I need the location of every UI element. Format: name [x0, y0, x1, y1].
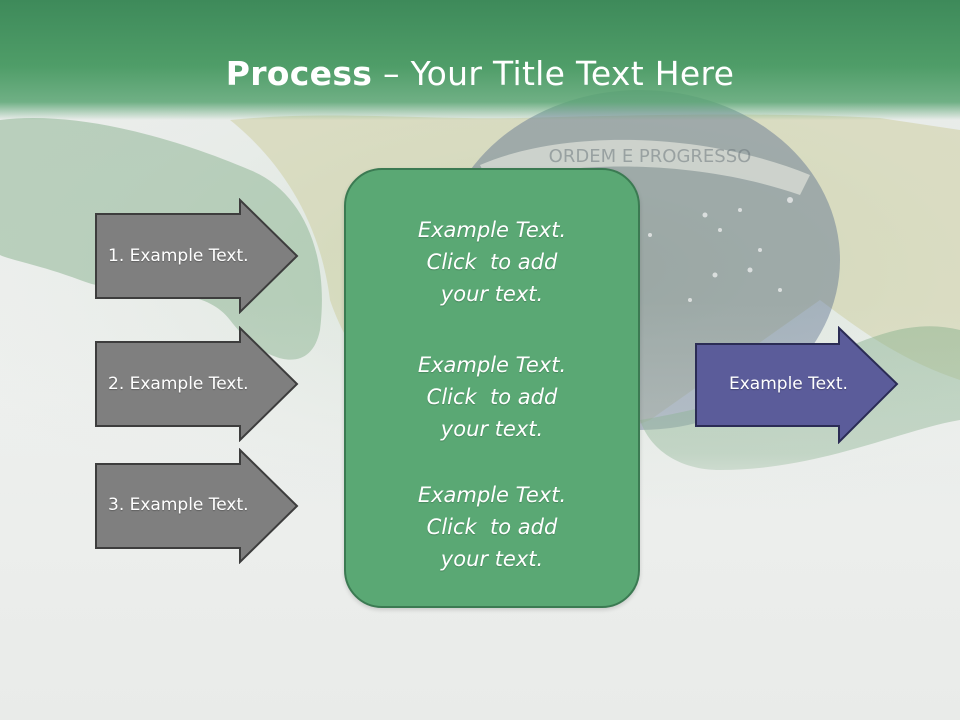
block-line: Example Text.: [417, 353, 567, 377]
left-arrow-2[interactable]: [94, 326, 300, 442]
center-text-block-1: Example Text. Click to add your text.: [346, 214, 638, 310]
block-line: your text.: [440, 282, 544, 306]
block-line: Example Text.: [417, 483, 567, 507]
block-line: Click to add: [426, 385, 558, 409]
block-line: your text.: [440, 547, 544, 571]
block-line: Click to add: [426, 250, 558, 274]
block-line: Click to add: [426, 515, 558, 539]
left-arrow-3[interactable]: [94, 448, 300, 564]
block-line: Example Text.: [417, 218, 567, 242]
left-arrow-2-label: 2. Example Text.: [108, 374, 249, 394]
title-bold: Process: [225, 54, 373, 93]
left-arrow-1[interactable]: [94, 198, 300, 314]
center-text-box[interactable]: Example Text. Click to add your text. Ex…: [344, 168, 640, 608]
flag-banner-text: ORDEM E PROGRESSO: [549, 146, 752, 167]
left-arrow-1-label: 1. Example Text.: [108, 246, 249, 266]
title-rest: – Your Title Text Here: [372, 54, 735, 93]
slide-title: Process – Your Title Text Here: [0, 52, 960, 96]
block-line: your text.: [440, 417, 544, 441]
right-arrow[interactable]: [694, 326, 900, 444]
right-arrow-label: Example Text.: [729, 374, 848, 394]
center-text-block-3: Example Text. Click to add your text.: [346, 479, 638, 575]
left-arrow-3-label: 3. Example Text.: [108, 495, 249, 515]
center-text-block-2: Example Text. Click to add your text.: [346, 349, 638, 445]
title-bar: [0, 0, 960, 120]
